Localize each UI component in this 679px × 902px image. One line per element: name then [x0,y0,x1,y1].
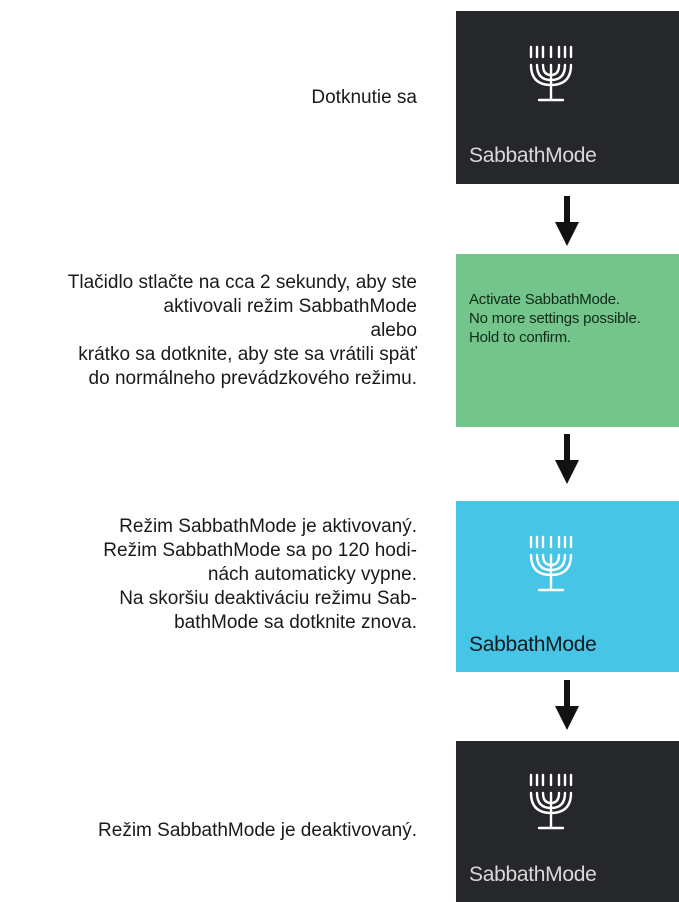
sabbath-mode-label: SabbathMode [469,144,597,167]
step-2-line-1: Tlačidlo stlačte na cca 2 sekundy, aby s… [67,272,417,293]
step-1-line-1: Dotknutie sa [311,87,417,108]
step-3-line-1: Režim SabbathMode je aktivovaný. [119,516,417,537]
sabbath-mode-button-active[interactable]: SabbathMode [456,501,679,672]
step-2-line-5: do normálneho prevádzkového režimu. [88,368,417,389]
step-3-line-3: nách automaticky vypne. [207,564,417,585]
step-2-line-3: alebo [370,320,418,341]
step-3-description: Režim SabbathMode je aktivovaný. Režim S… [103,515,417,635]
sabbath-mode-confirm-panel[interactable]: Activate SabbathMode. No more settings p… [456,254,679,427]
step-3-line-5: bathMode sa dotknite znova. [174,612,417,633]
step-2-description: Tlačidlo stlačte na cca 2 sekundy, aby s… [68,271,417,391]
arrow-down-icon [555,680,579,730]
step-4-description: Režim SabbathMode je deaktivovaný. [98,819,417,843]
step-3-line-2: Režim SabbathMode sa po 120 hodi- [103,540,417,561]
sabbath-mode-label: SabbathMode [469,863,597,886]
arrow-down-icon [555,196,579,246]
step-1-description: Dotknutie sa [311,86,417,110]
confirm-message: Activate SabbathMode. No more settings p… [469,290,641,347]
menorah-icon [529,773,573,830]
confirm-message-line-1: Activate SabbathMode. [469,291,620,308]
arrow-down-icon [555,434,579,484]
menorah-icon [529,45,573,102]
sabbath-mode-button-deactivated[interactable]: SabbathMode [456,741,679,902]
step-2-line-4: krátko sa dotknite, aby ste sa vrátili s… [78,344,417,365]
confirm-message-line-2: No more settings possible. [469,310,641,327]
step-2-line-2: aktivovali režim SabbathMode [163,296,417,317]
step-3-line-4: Na skoršiu deaktiváciu režimu Sab- [119,588,417,609]
step-4-line-1: Režim SabbathMode je deaktivovaný. [98,820,417,841]
sabbath-mode-button-off[interactable]: SabbathMode [456,11,679,184]
sabbath-mode-label: SabbathMode [469,633,597,656]
confirm-message-line-3: Hold to confirm. [469,329,571,346]
menorah-icon [529,535,573,592]
